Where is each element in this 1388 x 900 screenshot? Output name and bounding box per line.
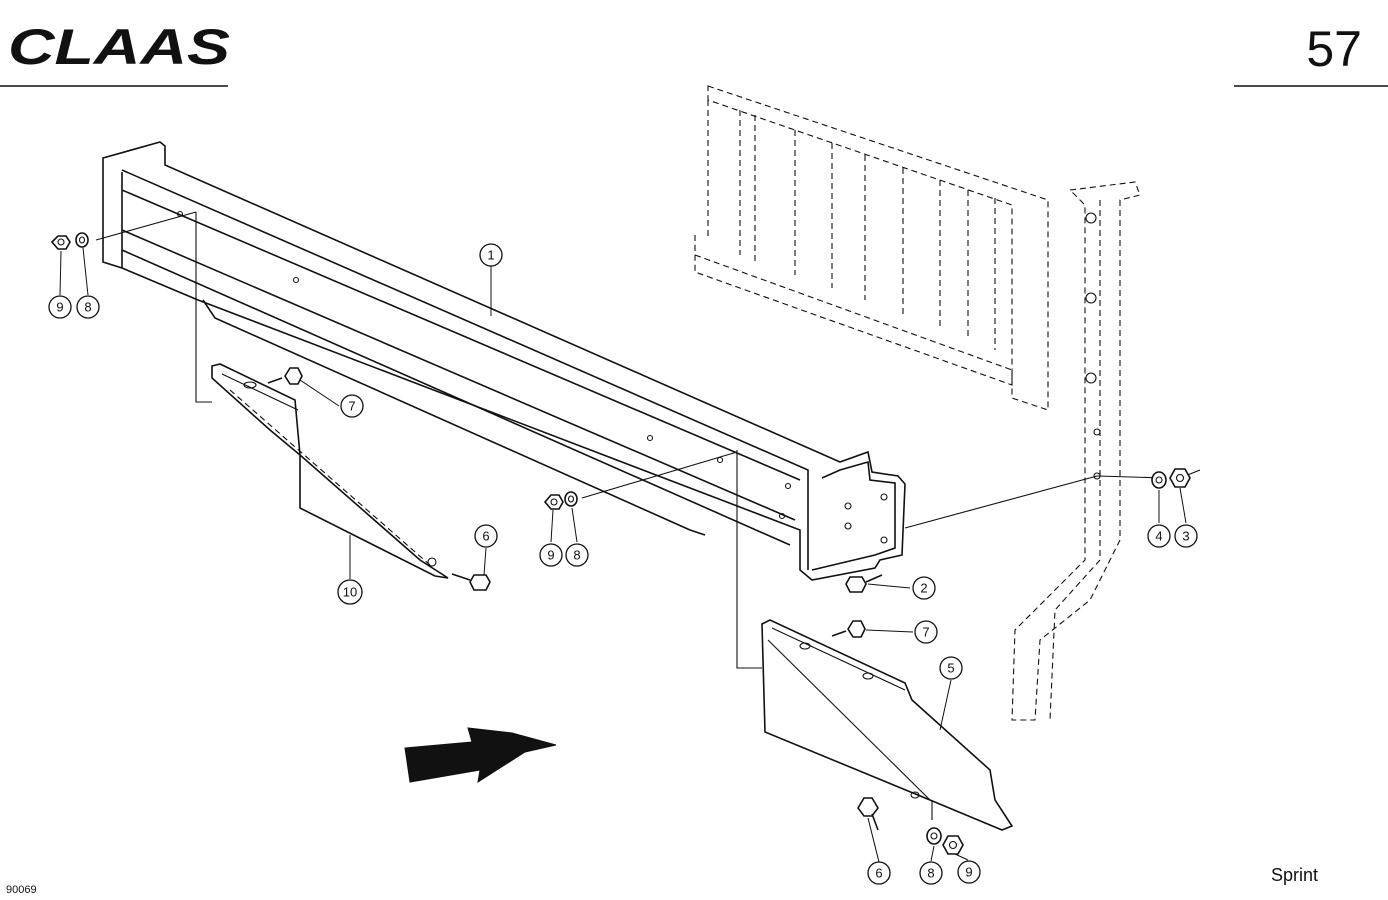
- svg-text:9: 9: [965, 865, 972, 880]
- callout-8-center: 8: [565, 543, 589, 567]
- drawing-code: 90069: [6, 884, 37, 896]
- svg-text:4: 4: [1155, 529, 1162, 544]
- callout-8-bottom: 8: [919, 861, 943, 885]
- cross-beam: [102, 141, 906, 581]
- fasteners: [50, 232, 1191, 855]
- svg-text:10: 10: [343, 585, 357, 600]
- callout-1: 1: [479, 243, 503, 267]
- svg-text:5: 5: [947, 661, 954, 676]
- svg-text:2: 2: [920, 581, 927, 596]
- callout-6-left: 6: [474, 524, 498, 548]
- left-guard-plate: [211, 363, 449, 579]
- alignment-lines: [95, 211, 1201, 820]
- callout-9-bottom: 9: [957, 860, 981, 884]
- svg-text:8: 8: [573, 548, 580, 563]
- callout-7-right: 7: [914, 620, 938, 644]
- svg-text:3: 3: [1182, 529, 1189, 544]
- callout-4: 4: [1147, 524, 1171, 548]
- svg-text:9: 9: [547, 548, 554, 563]
- right-guard-plate: [761, 619, 1014, 831]
- svg-text:6: 6: [875, 866, 882, 881]
- direction-arrow: [404, 727, 557, 784]
- svg-text:6: 6: [482, 529, 489, 544]
- svg-text:7: 7: [922, 625, 929, 640]
- brand-logo: CLAAS: [8, 19, 230, 75]
- svg-text:9: 9: [56, 300, 63, 315]
- page-number: 57: [1306, 21, 1362, 77]
- callout-7-left: 7: [340, 394, 364, 418]
- svg-text:8: 8: [927, 866, 934, 881]
- leader-lines: [59, 247, 1187, 863]
- machine-frame-dashed: [694, 85, 1141, 721]
- svg-text:7: 7: [348, 399, 355, 414]
- callout-10: 10: [337, 579, 363, 605]
- callout-9-center: 9: [539, 543, 563, 567]
- callout-6-bottom: 6: [867, 861, 891, 885]
- model-name: Sprint: [1271, 865, 1318, 885]
- callout-5: 5: [939, 656, 963, 680]
- callout-2: 2: [912, 576, 936, 600]
- callout-3: 3: [1174, 524, 1198, 548]
- svg-text:1: 1: [487, 248, 494, 263]
- svg-text:8: 8: [84, 300, 91, 315]
- callout-9-left: 9: [48, 295, 72, 319]
- callout-8-left: 8: [76, 295, 100, 319]
